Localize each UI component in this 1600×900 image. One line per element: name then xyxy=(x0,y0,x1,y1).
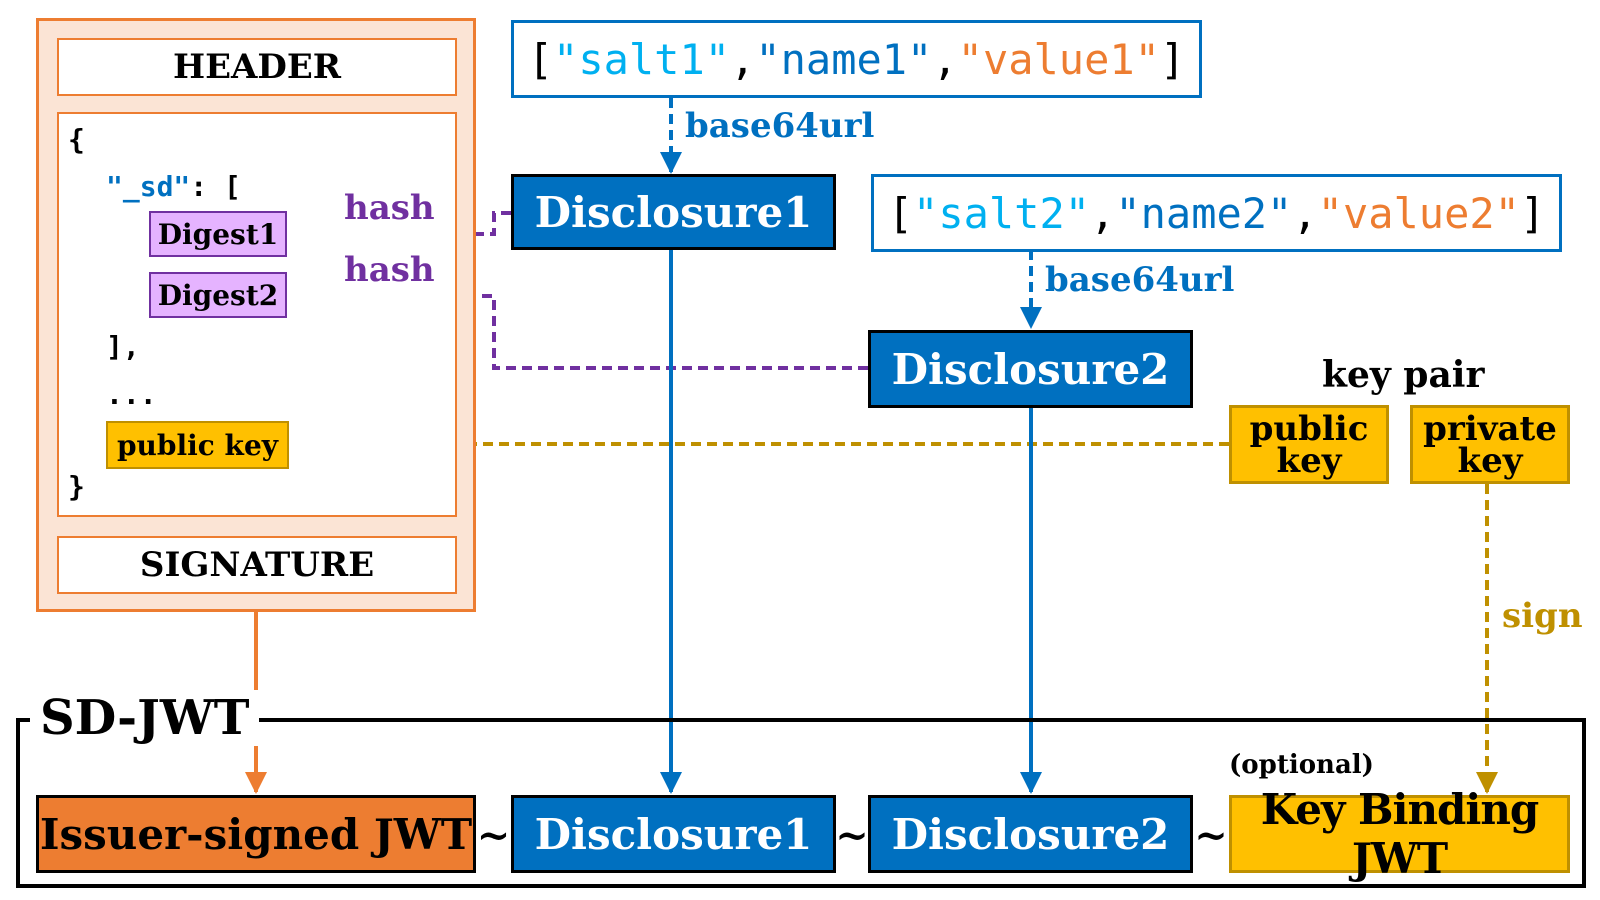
digest-1: Digest1 xyxy=(149,211,287,257)
optional-label: (optional) xyxy=(1229,750,1374,780)
jwt-signature-box: SIGNATURE xyxy=(57,536,457,594)
array-salt: "salt2" xyxy=(913,188,1091,238)
base64url-label-2: base64url xyxy=(1045,260,1235,300)
issuer-signed-jwt-box: Issuer-signed JWT xyxy=(36,795,476,873)
sd-jwt-title: SD-JWT xyxy=(30,690,260,746)
tilde-separator-1: ~ xyxy=(476,811,511,859)
disclosure-1-box: Disclosure1 xyxy=(511,174,836,250)
payload-close-brace: } xyxy=(68,470,85,503)
key-binding-jwt-box: Key Binding JWT xyxy=(1229,785,1570,883)
payload-sd-line: "_sd": [ xyxy=(106,170,241,203)
disclosure-2-box: Disclosure2 xyxy=(868,330,1193,408)
payload-open-brace: { xyxy=(68,123,85,156)
array-open-bracket: [ xyxy=(887,188,914,238)
array-value: "value1" xyxy=(957,34,1160,84)
array-salt: "salt1" xyxy=(553,34,731,84)
array-open-bracket: [ xyxy=(527,34,554,84)
array-comma: , xyxy=(730,34,756,84)
tilde-separator-3: ~ xyxy=(1194,811,1228,859)
hash-arrow-1 xyxy=(287,211,511,245)
array-value: "value2" xyxy=(1317,188,1520,238)
hash-label-1: hash xyxy=(344,188,435,228)
sign-label: sign xyxy=(1502,596,1583,636)
array-close-bracket: ] xyxy=(1159,34,1186,84)
array-name: "name1" xyxy=(755,34,933,84)
private-key-box: private key xyxy=(1410,405,1570,484)
array-comma: , xyxy=(1090,188,1116,238)
sd-key-suffix: : [ xyxy=(190,170,241,203)
sd-jwt-frame xyxy=(16,718,1586,888)
sd-jwt-disclosure-1-box: Disclosure1 xyxy=(511,795,836,873)
disclosure-array-2: ["salt2","name2","value2"] xyxy=(871,174,1562,252)
disclosure-array-1: ["salt1","name1","value1"] xyxy=(511,20,1202,98)
array-comma: , xyxy=(932,34,958,84)
hash-label-2: hash xyxy=(344,250,435,290)
digest-2: Digest2 xyxy=(149,272,287,318)
array-name: "name2" xyxy=(1115,188,1293,238)
sd-jwt-disclosure-2-box: Disclosure2 xyxy=(868,795,1193,873)
jwt-header-box: HEADER xyxy=(57,38,457,96)
tilde-separator-2: ~ xyxy=(835,811,869,859)
payload-close-bracket: ], xyxy=(106,330,140,363)
array-comma: , xyxy=(1292,188,1318,238)
public-key-box: public key xyxy=(1229,405,1389,484)
sd-key: "_sd" xyxy=(106,170,191,203)
key-pair-title: key pair xyxy=(1322,354,1485,396)
private-key-label-line2: key xyxy=(1457,440,1523,481)
base64url-label-1: base64url xyxy=(685,106,875,146)
array-close-bracket: ] xyxy=(1519,188,1546,238)
payload-ellipsis: ... xyxy=(106,378,157,411)
public-key-label-line1: public xyxy=(1249,408,1369,449)
private-key-label-line1: private xyxy=(1423,408,1557,449)
payload-public-key: public key xyxy=(106,421,289,469)
public-key-label-line2: key xyxy=(1276,440,1342,481)
